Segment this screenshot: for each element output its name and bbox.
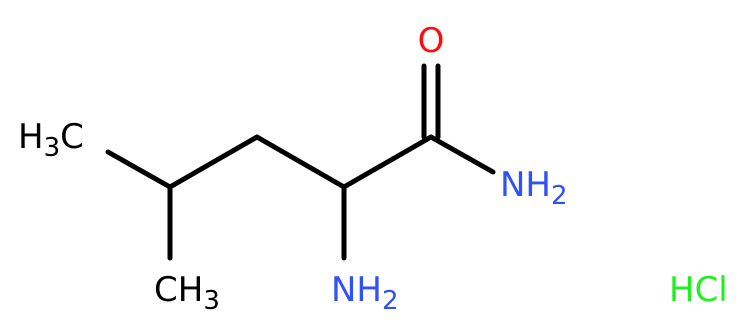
methyl-left-subscript: 3 <box>44 133 61 163</box>
alpha-nh2-label: NH2 <box>331 270 399 316</box>
methyl-left-c: C <box>60 117 84 157</box>
bond-carbonyl-nh2 <box>428 134 496 175</box>
methyl-bottom-label: CH3 <box>154 270 220 316</box>
amide-subscript: 2 <box>551 181 568 211</box>
methyl-bottom-ch: CH <box>154 270 203 310</box>
methyl-bottom-subscript: 3 <box>203 286 220 316</box>
amide-nh-text: NH <box>500 165 551 205</box>
oxygen-label: O <box>418 21 445 61</box>
methyl-left-label: H3C <box>18 117 84 163</box>
bond-ch3-left-ch <box>105 149 173 190</box>
bond-group <box>105 63 496 261</box>
methyl-left-h: H <box>18 117 44 157</box>
bond-ch-ch2 <box>167 134 260 190</box>
bond-calpha-carbonyl <box>341 134 434 190</box>
alpha-subscript: 2 <box>382 286 399 316</box>
bond-ch2-calpha <box>254 134 347 190</box>
alpha-nh-text: NH <box>331 270 382 310</box>
hcl-label: HCl <box>669 270 728 310</box>
amide-nh2-label: NH2 <box>500 165 568 211</box>
